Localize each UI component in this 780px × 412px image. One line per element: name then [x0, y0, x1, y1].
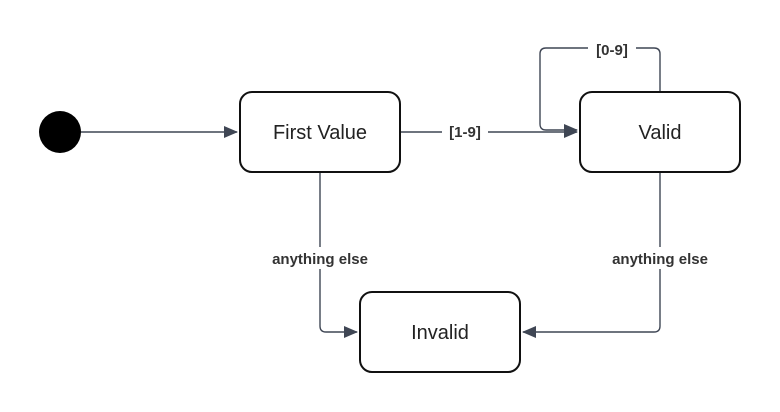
edge-label-bg: [588, 40, 636, 62]
state-label: First Value: [273, 122, 367, 144]
state-invalid: Invalid: [359, 291, 521, 373]
edge-label-valid-loop: [0-9]: [596, 42, 628, 59]
edge-label-first-to-invalid: anything else: [272, 251, 368, 268]
edge-label-bg: [442, 120, 488, 142]
start-node: [39, 111, 81, 153]
edge-label-bg: [598, 247, 722, 269]
edge-first-value-to-invalid: [319, 172, 358, 338]
edge-valid-to-invalid: [522, 172, 661, 338]
edge-label-first-to-valid: [1-9]: [449, 124, 481, 141]
state-label: Valid: [639, 122, 682, 144]
edge-label-bg: [258, 247, 382, 269]
state-first-value: First Value: [239, 91, 401, 173]
edge-valid-self-loop: [539, 47, 661, 136]
state-label: Invalid: [411, 322, 469, 344]
state-valid: Valid: [579, 91, 741, 173]
edge-label-valid-to-invalid: anything else: [612, 251, 708, 268]
